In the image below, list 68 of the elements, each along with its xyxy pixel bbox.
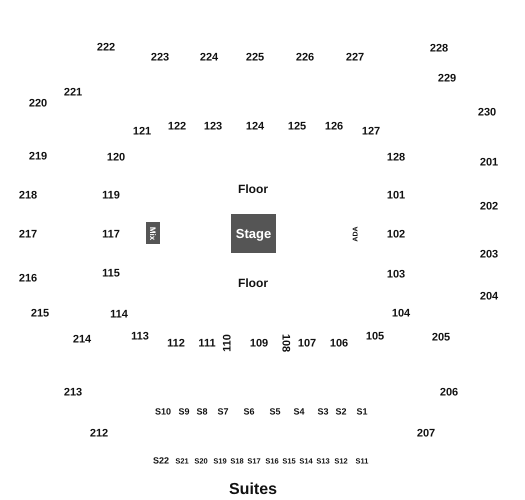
section-number: 226: [296, 52, 314, 64]
suite-number: S5: [270, 408, 280, 416]
section-number: 229: [438, 74, 456, 84]
suite-number: S4: [294, 408, 304, 416]
section-number: 207: [416, 428, 436, 440]
section-number: 117: [102, 230, 120, 240]
section-number: 122: [168, 122, 186, 132]
section-number: 220: [28, 98, 48, 110]
suites-label: Suites: [229, 482, 277, 498]
section-number: 115: [102, 268, 120, 280]
suite-number: S1: [356, 408, 368, 416]
section-number: 111: [198, 338, 216, 350]
section-number: 123: [204, 122, 222, 132]
section-number: 228: [430, 44, 448, 54]
area-label: Floor: [238, 277, 268, 289]
area-label: Floor: [238, 183, 268, 195]
section-number: 222: [96, 42, 116, 54]
section-number: 126: [324, 122, 344, 132]
section-number: 104: [392, 308, 410, 320]
section-number: 124: [246, 122, 264, 132]
section-number: 114: [110, 310, 128, 320]
section-number: 217: [18, 230, 38, 240]
section-number: 205: [432, 332, 450, 344]
suite-number: S8: [196, 408, 208, 416]
section-number: 110: [222, 334, 234, 352]
section-number: 201: [480, 158, 498, 168]
section-number: 203: [480, 250, 498, 260]
section-number: 109: [250, 338, 268, 350]
section-number: 225: [246, 52, 264, 64]
suite-number: S2: [336, 408, 346, 416]
section-number: 224: [200, 52, 218, 64]
section-number: 121: [132, 126, 152, 138]
section-number: 216: [18, 274, 38, 284]
section-number: 204: [480, 292, 498, 302]
section-number: 221: [64, 88, 82, 98]
section-number: 223: [150, 52, 170, 64]
section-number: 101: [386, 190, 406, 202]
section-number: 120: [106, 152, 126, 164]
section-number: 219: [28, 152, 48, 162]
suite-number: S6: [244, 408, 254, 416]
suite-number: S7: [218, 408, 228, 416]
section-number: 107: [298, 338, 316, 350]
section-number: 125: [288, 122, 306, 132]
section-number: 106: [330, 338, 348, 350]
section-number: 102: [386, 230, 406, 240]
section-number: 230: [478, 108, 496, 118]
section-number: 215: [30, 308, 50, 320]
section-number: 119: [102, 190, 120, 202]
suite-number: S22: [153, 456, 169, 466]
section-number: 213: [64, 388, 82, 398]
section-number: 206: [440, 388, 458, 398]
section-number: 112: [167, 338, 185, 350]
section-number: 202: [480, 202, 498, 212]
section-number: 128: [386, 152, 406, 164]
section-number: 103: [386, 270, 406, 280]
suite-number: S3: [318, 408, 328, 416]
section-number: 227: [346, 52, 364, 64]
section-number: 127: [362, 126, 380, 138]
section-number: 214: [72, 334, 92, 346]
section-number: 108: [280, 334, 290, 352]
suite-number: S9: [178, 408, 190, 416]
section-number: 212: [90, 428, 108, 440]
stage-box: Stage: [231, 214, 276, 253]
suite-number: S10: [155, 408, 171, 416]
section-number: 113: [131, 332, 149, 342]
section-number: 218: [18, 190, 38, 202]
mix-box: Mix: [146, 222, 160, 244]
section-number: 105: [366, 332, 384, 342]
